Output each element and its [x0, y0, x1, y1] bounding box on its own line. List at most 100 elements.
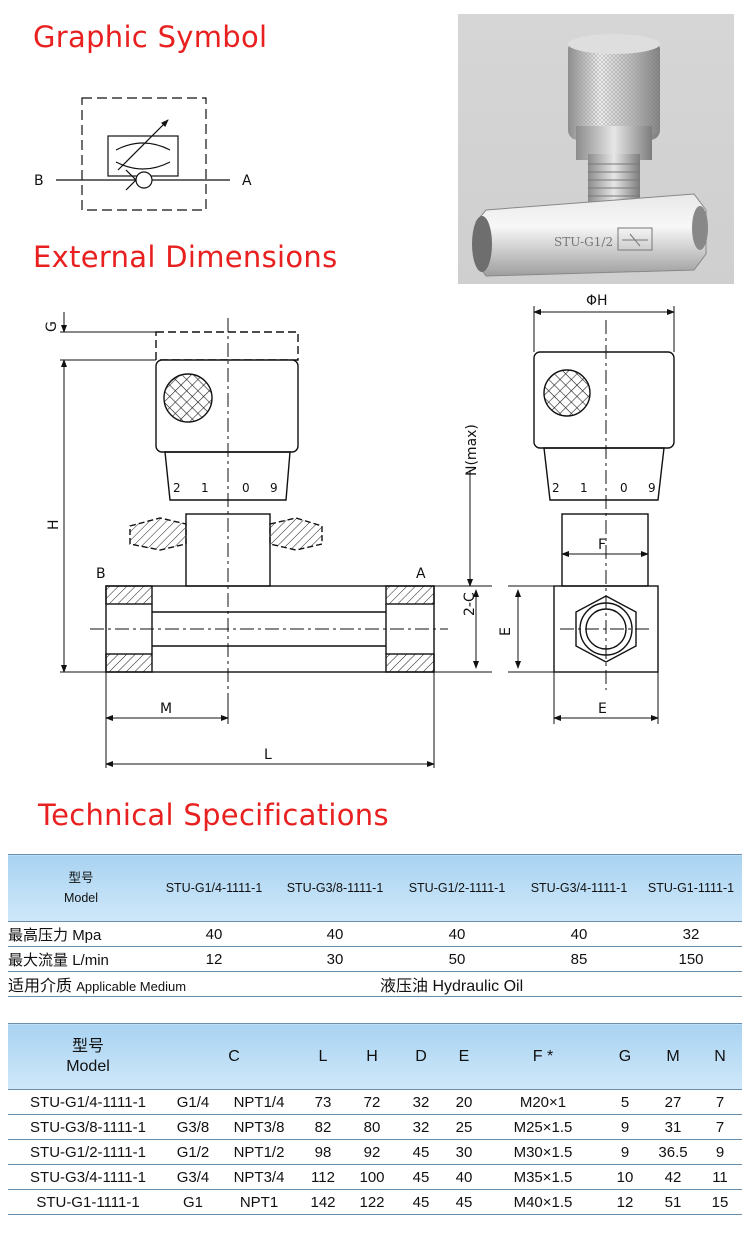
table-cell: 51 — [648, 1189, 698, 1215]
photo-engraving-text: STU-G1/2 — [554, 235, 613, 249]
table1-model-col: STU-G3/8-1111-1 — [274, 854, 396, 922]
dim-label-e-vertical: E — [498, 627, 514, 636]
table1-model-col: STU-G3/4-1111-1 — [518, 854, 640, 922]
table-cell: 30 — [274, 946, 396, 972]
dim-label-phi-h: ΦH — [586, 293, 608, 309]
dim-label-g: G — [44, 321, 60, 332]
table-cell: 42 — [648, 1164, 698, 1190]
dial-digit: 9 — [648, 481, 656, 495]
table-cell: G3/4 — [168, 1164, 218, 1190]
table-cell: M30×1.5 — [484, 1139, 602, 1165]
table-cell: 9 — [602, 1114, 648, 1140]
table-cell: 40 — [396, 921, 518, 947]
dim-label-f: F — [598, 537, 606, 553]
row-label: 适用介质 Applicable Medium — [8, 971, 274, 997]
dial-digit: 1 — [201, 481, 209, 495]
column-header: L — [300, 1023, 346, 1090]
table-cell: 80 — [346, 1114, 398, 1140]
model-cell: STU-G1-1111-1 — [8, 1189, 168, 1215]
table-cell: 5 — [602, 1089, 648, 1115]
table-cell: 73 — [300, 1089, 346, 1115]
table-cell: 92 — [346, 1139, 398, 1165]
column-header: F * — [484, 1023, 602, 1090]
dial-scale-front: 2 1 0 9 — [173, 481, 278, 495]
table-cell: 40 — [274, 921, 396, 947]
table-cell: 82 — [300, 1114, 346, 1140]
table1-row-pressure: 最高压力 Mpa 40 40 40 40 32 — [8, 921, 742, 947]
symbol-port-a: A — [242, 173, 252, 189]
dim-label-m: M — [160, 701, 172, 717]
table-cell: 122 — [346, 1189, 398, 1215]
model-en: Model — [63, 891, 99, 905]
dial-digit: 2 — [552, 481, 560, 495]
label-en: Mpa — [72, 926, 102, 944]
table-cell: 112 — [300, 1164, 346, 1190]
table-cell: NPT1 — [218, 1189, 300, 1215]
table-cell: 9 — [602, 1139, 648, 1165]
dial-digit: 9 — [270, 481, 278, 495]
graphic-symbol-heading: Graphic Symbol — [33, 20, 268, 54]
valve-photo-illustration: STU-G1/2 — [472, 34, 708, 277]
table-cell: M20×1 — [484, 1089, 602, 1115]
table1-model-col: STU-G1/2-1111-1 — [396, 854, 518, 922]
table-row: STU-G1-1111-1 G1 NPT1 142 122 45 45 M40×… — [8, 1189, 742, 1215]
table-cell: 12 — [154, 946, 274, 972]
side-view — [508, 306, 675, 724]
drawing-port-b: B — [96, 566, 106, 582]
table-cell: NPT3/4 — [218, 1164, 300, 1190]
table-cell: 12 — [602, 1189, 648, 1215]
column-header: N — [698, 1023, 742, 1090]
table-cell: 10 — [602, 1164, 648, 1190]
dim-label-n-max: N(max) — [464, 424, 480, 476]
row-label: 最高压力 Mpa — [8, 921, 154, 947]
table-cell: 45 — [444, 1189, 484, 1215]
column-header: C — [168, 1023, 300, 1090]
table-cell: 7 — [698, 1089, 742, 1115]
model-cn: 型号 — [68, 871, 94, 885]
table-cell: 142 — [300, 1189, 346, 1215]
table-cell: 50 — [396, 946, 518, 972]
table-row: STU-G1/4-1111-1 G1/4 NPT1/4 73 72 32 20 … — [8, 1089, 742, 1115]
table1-model-col: STU-G1-1111-1 — [640, 854, 742, 922]
table-cell: M25×1.5 — [484, 1114, 602, 1140]
column-header: M — [648, 1023, 698, 1090]
table-cell: M40×1.5 — [484, 1189, 602, 1215]
dial-scale-side: 2 1 0 9 — [552, 481, 656, 495]
label-cn: 最大流量 — [8, 951, 69, 969]
table-cell: G1 — [168, 1189, 218, 1215]
table-cell: 98 — [300, 1139, 346, 1165]
table-cell: 85 — [518, 946, 640, 972]
table-cell: G3/8 — [168, 1114, 218, 1140]
table-cell: G1/4 — [168, 1089, 218, 1115]
model-cell: STU-G3/4-1111-1 — [8, 1164, 168, 1190]
table-cell: 150 — [640, 946, 742, 972]
column-header: E — [444, 1023, 484, 1090]
dim-label-e-horizontal: E — [598, 701, 607, 717]
table-cell: 36.5 — [648, 1139, 698, 1165]
model-en: Model — [66, 1057, 110, 1075]
table-cell: 45 — [398, 1139, 444, 1165]
dim-label-h: H — [46, 519, 62, 530]
table-cell: 20 — [444, 1089, 484, 1115]
table-cell: 32 — [398, 1114, 444, 1140]
technical-specifications-heading: Technical Specifications — [38, 798, 389, 832]
table-cell: 9 — [698, 1139, 742, 1165]
dim-label-l: L — [264, 747, 272, 763]
table-cell: 32 — [398, 1089, 444, 1115]
column-header: H — [346, 1023, 398, 1090]
row-label: 最大流量 L/min — [8, 946, 154, 972]
table-cell: 45 — [398, 1189, 444, 1215]
table-cell: 100 — [346, 1164, 398, 1190]
dial-digit: 1 — [580, 481, 588, 495]
product-photo: STU-G1/2 — [458, 14, 734, 284]
table-cell: G1/2 — [168, 1139, 218, 1165]
table1-model-col: STU-G1/4-1111-1 — [154, 854, 274, 922]
table1-row-flow: 最大流量 L/min 12 30 50 85 150 — [8, 946, 742, 972]
label-en: L/min — [72, 951, 109, 969]
model-cell: STU-G1/2-1111-1 — [8, 1139, 168, 1165]
column-header: D — [398, 1023, 444, 1090]
table-cell: 32 — [640, 921, 742, 947]
